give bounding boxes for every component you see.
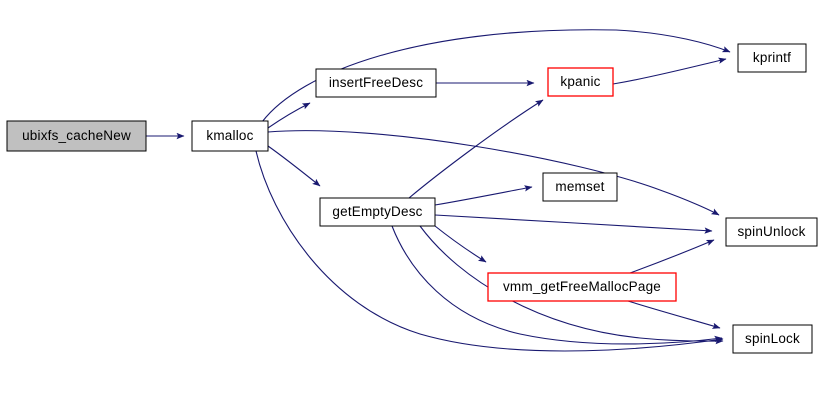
node-memset[interactable]: memset	[542, 172, 618, 202]
node-box-vmm_getFreeMallocPage[interactable]	[487, 272, 677, 302]
node-box-kpanic[interactable]	[547, 67, 614, 97]
node-box-memset[interactable]	[542, 172, 618, 202]
node-spinUnlock[interactable]: spinUnlock	[725, 217, 818, 247]
edge-kmalloc-to-spinUnlock	[267, 130, 720, 216]
edge-vmm_getFreeMallocPage-to-spinLock	[627, 300, 721, 329]
node-box-getEmptyDesc[interactable]	[319, 197, 436, 227]
node-label-getEmptyDesc: getEmptyDesc	[332, 204, 422, 219]
node-box-kmalloc[interactable]	[191, 120, 269, 152]
node-layer: ubixfs_cacheNew kmalloc insertFreeDesc kpan…	[6, 43, 818, 354]
edge-kmalloc-to-spinLock	[255, 150, 724, 352]
node-label-spinUnlock: spinUnlock	[737, 224, 805, 239]
node-box-spinLock[interactable]	[732, 324, 813, 354]
node-kpanic[interactable]: kpanic	[547, 67, 614, 97]
node-insertFreeDesc[interactable]: insertFreeDesc	[315, 68, 437, 98]
node-kmalloc[interactable]: kmalloc	[191, 120, 269, 152]
edge-getEmptyDesc-to-kpanic	[408, 99, 544, 199]
node-box-ubixfs_cacheNew[interactable]	[6, 120, 147, 152]
edge-getEmptyDesc-to-spinUnlock	[434, 214, 713, 234]
edge-getEmptyDesc-to-memset	[434, 185, 533, 206]
node-box-insertFreeDesc[interactable]	[315, 68, 437, 98]
edge-kpanic-to-kprintf	[612, 57, 727, 85]
node-label-memset: memset	[555, 179, 604, 194]
node-kprintf[interactable]: kprintf	[737, 43, 807, 73]
node-label-kpanic: kpanic	[560, 74, 600, 89]
node-box-spinUnlock[interactable]	[725, 217, 818, 247]
edge-kmalloc-to-kprintf	[261, 29, 731, 123]
node-box-kprintf[interactable]	[737, 43, 807, 73]
edge-layer	[146, 29, 731, 352]
node-label-kmalloc: kmalloc	[206, 128, 253, 143]
node-label-insertFreeDesc: insertFreeDesc	[329, 75, 423, 90]
edge-getEmptyDesc-to-vmm_getFreeMallocPage	[434, 225, 487, 263]
node-label-spinLock: spinLock	[745, 331, 800, 346]
node-ubixfs_cacheNew[interactable]: ubixfs_cacheNew	[6, 120, 147, 152]
node-label-kprintf: kprintf	[753, 50, 791, 65]
edge-vmm_getFreeMallocPage-to-spinUnlock	[629, 239, 715, 274]
edge-getEmptyDesc-to-spinLock_alt	[419, 225, 724, 345]
node-spinLock[interactable]: spinLock	[732, 324, 813, 354]
edge-kmalloc-to-insertFreeDesc	[267, 102, 311, 129]
node-getEmptyDesc[interactable]: getEmptyDesc	[319, 197, 436, 227]
node-vmm_getFreeMallocPage[interactable]: vmm_getFreeMallocPage	[487, 272, 677, 302]
edge-kmalloc-to-getEmptyDesc	[267, 145, 321, 187]
edge-getEmptyDesc-to-spinLock	[391, 225, 723, 345]
node-label-ubixfs_cacheNew: ubixfs_cacheNew	[22, 128, 131, 143]
node-label-vmm_getFreeMallocPage: vmm_getFreeMallocPage	[503, 279, 661, 294]
